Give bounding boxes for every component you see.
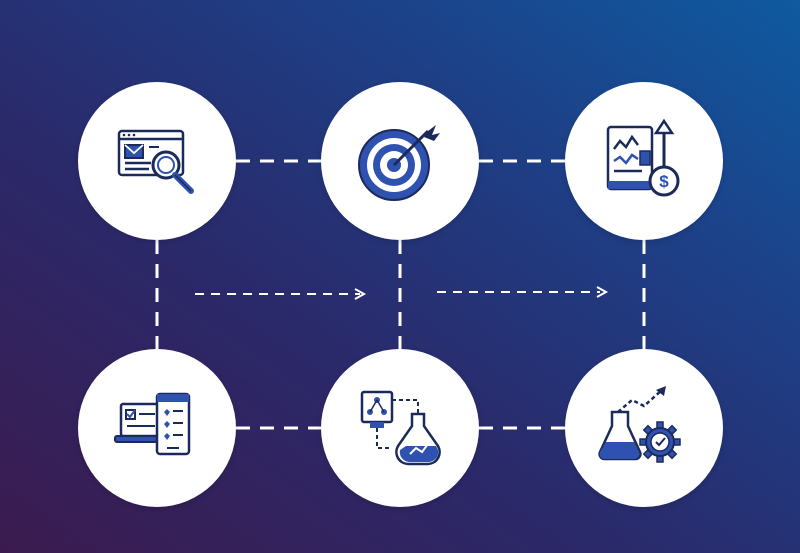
node-data-experiment: [321, 349, 479, 507]
node-target: [321, 82, 479, 240]
node-financial-report: $: [565, 82, 723, 240]
node-survey-devices: [78, 349, 236, 507]
node-lab-growth: [565, 349, 723, 507]
data-experiment-icon: [360, 390, 441, 466]
web-search-icon: [117, 129, 194, 194]
node-web-search: [78, 82, 236, 240]
flow-arrow-2-head: [596, 286, 609, 298]
lab-growth-gear-icon: [598, 386, 681, 463]
target-icon: [358, 125, 440, 201]
survey-devices-icon: [114, 392, 191, 456]
flow-arrow-1-head: [354, 288, 367, 300]
svg-text:$: $: [659, 172, 669, 191]
financial-report-icon: $: [606, 118, 680, 197]
